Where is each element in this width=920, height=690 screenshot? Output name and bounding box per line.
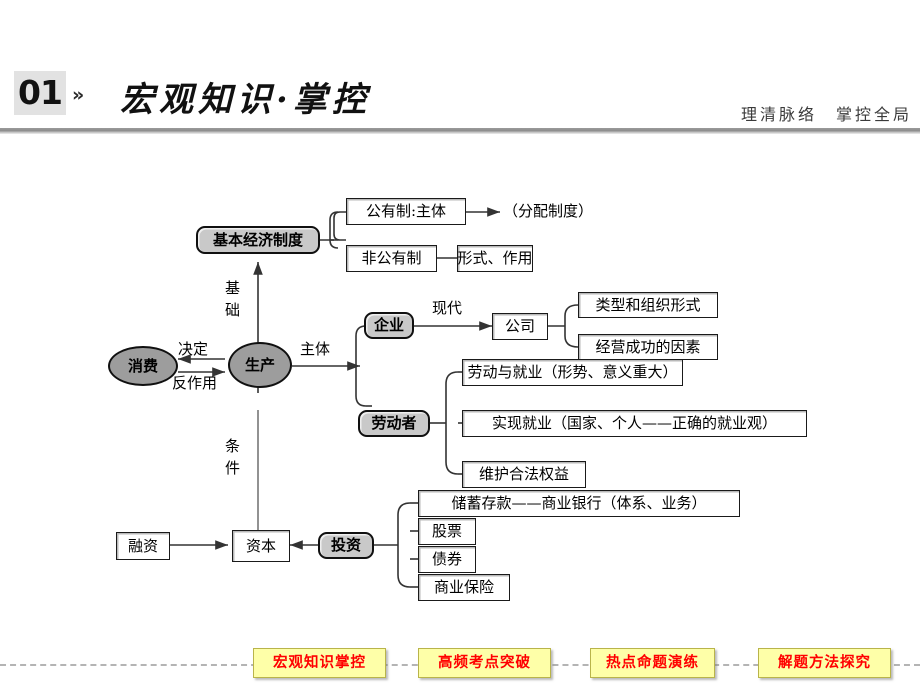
node-laborer[interactable]: 劳动者: [358, 410, 430, 437]
node-enterprise[interactable]: 企业: [364, 312, 414, 339]
node-protect-rights[interactable]: 维护合法权益: [462, 461, 586, 488]
node-production[interactable]: 生产: [228, 342, 292, 388]
nav-button-hot-topic-drills[interactable]: 热点命题演练: [590, 648, 715, 678]
node-investment[interactable]: 投资: [318, 532, 374, 559]
node-financing[interactable]: 融资: [116, 532, 170, 560]
node-savings[interactable]: 储蓄存款——商业银行（体系、业务）: [418, 490, 740, 517]
node-labor-employment[interactable]: 劳动与就业（形势、意义重大）: [462, 359, 683, 386]
nav-button-problem-solving-methods[interactable]: 解题方法探究: [758, 648, 891, 678]
label-foundation: 基础: [223, 280, 241, 324]
node-stocks[interactable]: 股票: [418, 518, 476, 545]
label-main-body: 主体: [300, 340, 331, 358]
label-reacts: 反作用: [172, 374, 218, 392]
node-public-ownership[interactable]: 公有制:主体: [346, 198, 466, 225]
label-decides: 决定: [178, 340, 209, 358]
node-achieve-employment[interactable]: 实现就业（国家、个人——正确的就业观）: [462, 410, 807, 437]
node-consumption[interactable]: 消费: [108, 346, 178, 386]
slide-footer-nav: 宏观知识掌控 高频考点突破 热点命题演练 解题方法探究: [0, 640, 920, 690]
node-basic-economic-system[interactable]: 基本经济制度: [196, 226, 320, 254]
label-modern: 现代: [432, 299, 463, 317]
slide-header: 01 » 宏观知识·掌控 理清脉络 掌控全局: [0, 0, 920, 140]
header-divider: [0, 128, 920, 134]
node-company-success[interactable]: 经营成功的因素: [578, 334, 718, 360]
nav-button-high-frequency-points[interactable]: 高频考点突破: [418, 648, 551, 678]
node-insurance[interactable]: 商业保险: [418, 574, 510, 601]
node-company-types[interactable]: 类型和组织形式: [578, 292, 718, 318]
header-tagline: 理清脉络 掌控全局: [740, 105, 912, 124]
nav-button-macro-knowledge[interactable]: 宏观知识掌控: [253, 648, 386, 678]
section-number-badge: 01: [14, 71, 66, 115]
chevron-right-icon: »: [72, 84, 85, 106]
node-forms-and-roles[interactable]: 形式、作用: [457, 245, 533, 272]
node-company[interactable]: 公司: [492, 313, 548, 340]
page-title: 宏观知识·掌控: [120, 80, 371, 120]
label-distribution-system: （分配制度）: [503, 202, 594, 220]
label-condition: 条件: [223, 438, 241, 482]
node-non-public-ownership[interactable]: 非公有制: [346, 245, 437, 272]
knowledge-diagram: 基本经济制度 公有制:主体 （分配制度） 非公有制 形式、作用 基础 条件 消费…: [0, 140, 920, 640]
diagram-connectors: [170, 207, 579, 588]
node-capital[interactable]: 资本: [232, 530, 290, 562]
node-bonds[interactable]: 债券: [418, 546, 476, 573]
